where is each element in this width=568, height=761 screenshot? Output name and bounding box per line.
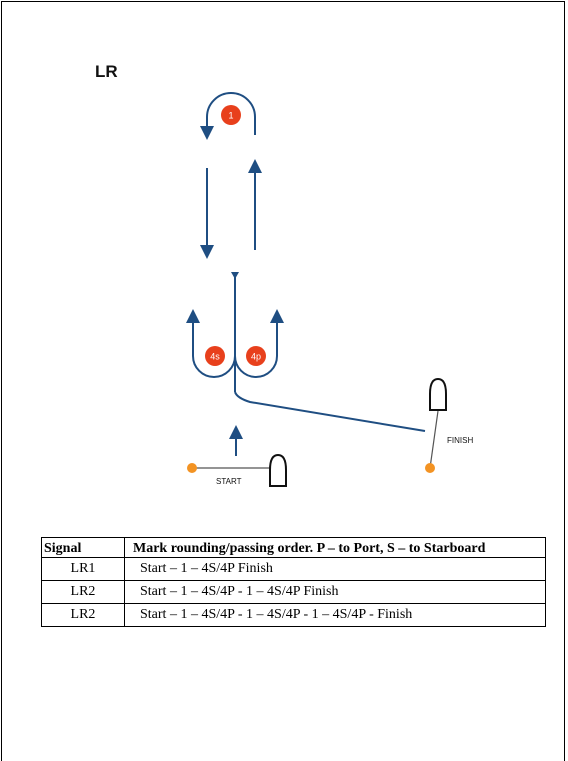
finish-label: FINISH	[447, 436, 473, 445]
mark-1-label: 1	[228, 111, 233, 121]
order-cell: Start – 1 – 4S/4P - 1 – 4S/4P Finish	[124, 580, 546, 604]
mark-4s	[205, 346, 225, 366]
finish-leg	[234, 391, 426, 432]
finish-line	[429, 410, 439, 469]
table-row: LR1 Start – 1 – 4S/4P Finish	[41, 557, 546, 581]
gate-approach-arrowhead	[231, 272, 239, 279]
mark-1	[221, 105, 241, 125]
mark-4s-label: 4s	[210, 352, 220, 362]
start-pin-buoy	[187, 463, 197, 473]
course-diagram: 1 4s 4p START FINISH	[186, 92, 473, 487]
signal-cell: LR2	[41, 603, 125, 627]
signal-cell: LR1	[41, 557, 125, 581]
mark-4p-label: 4p	[251, 352, 261, 362]
table-row: LR2 Start – 1 – 4S/4P - 1 – 4S/4P - 1 – …	[41, 603, 546, 627]
gate-right-rounding	[234, 309, 284, 378]
signal-table: Signal Mark rounding/passing order. P – …	[41, 537, 546, 627]
signal-table-header: Signal Mark rounding/passing order. P – …	[41, 537, 546, 558]
start-label: START	[216, 477, 242, 486]
finish-pin-buoy	[425, 463, 435, 473]
top-rounding-path	[200, 92, 256, 140]
mark-4p	[246, 346, 266, 366]
header-order: Mark rounding/passing order. P – to Port…	[124, 537, 546, 558]
order-cell: Start – 1 – 4S/4P Finish	[124, 557, 546, 581]
signal-cell: LR2	[41, 580, 125, 604]
gate-left-rounding	[186, 309, 236, 378]
start-committee-boat-icon	[269, 453, 287, 487]
finish-committee-boat-icon	[429, 377, 447, 411]
header-signal: Signal	[41, 537, 125, 558]
table-row: LR2 Start – 1 – 4S/4P - 1 – 4S/4P Finish	[41, 580, 546, 604]
order-cell: Start – 1 – 4S/4P - 1 – 4S/4P - 1 – 4S/4…	[124, 603, 546, 627]
course-title: LR	[95, 62, 118, 81]
